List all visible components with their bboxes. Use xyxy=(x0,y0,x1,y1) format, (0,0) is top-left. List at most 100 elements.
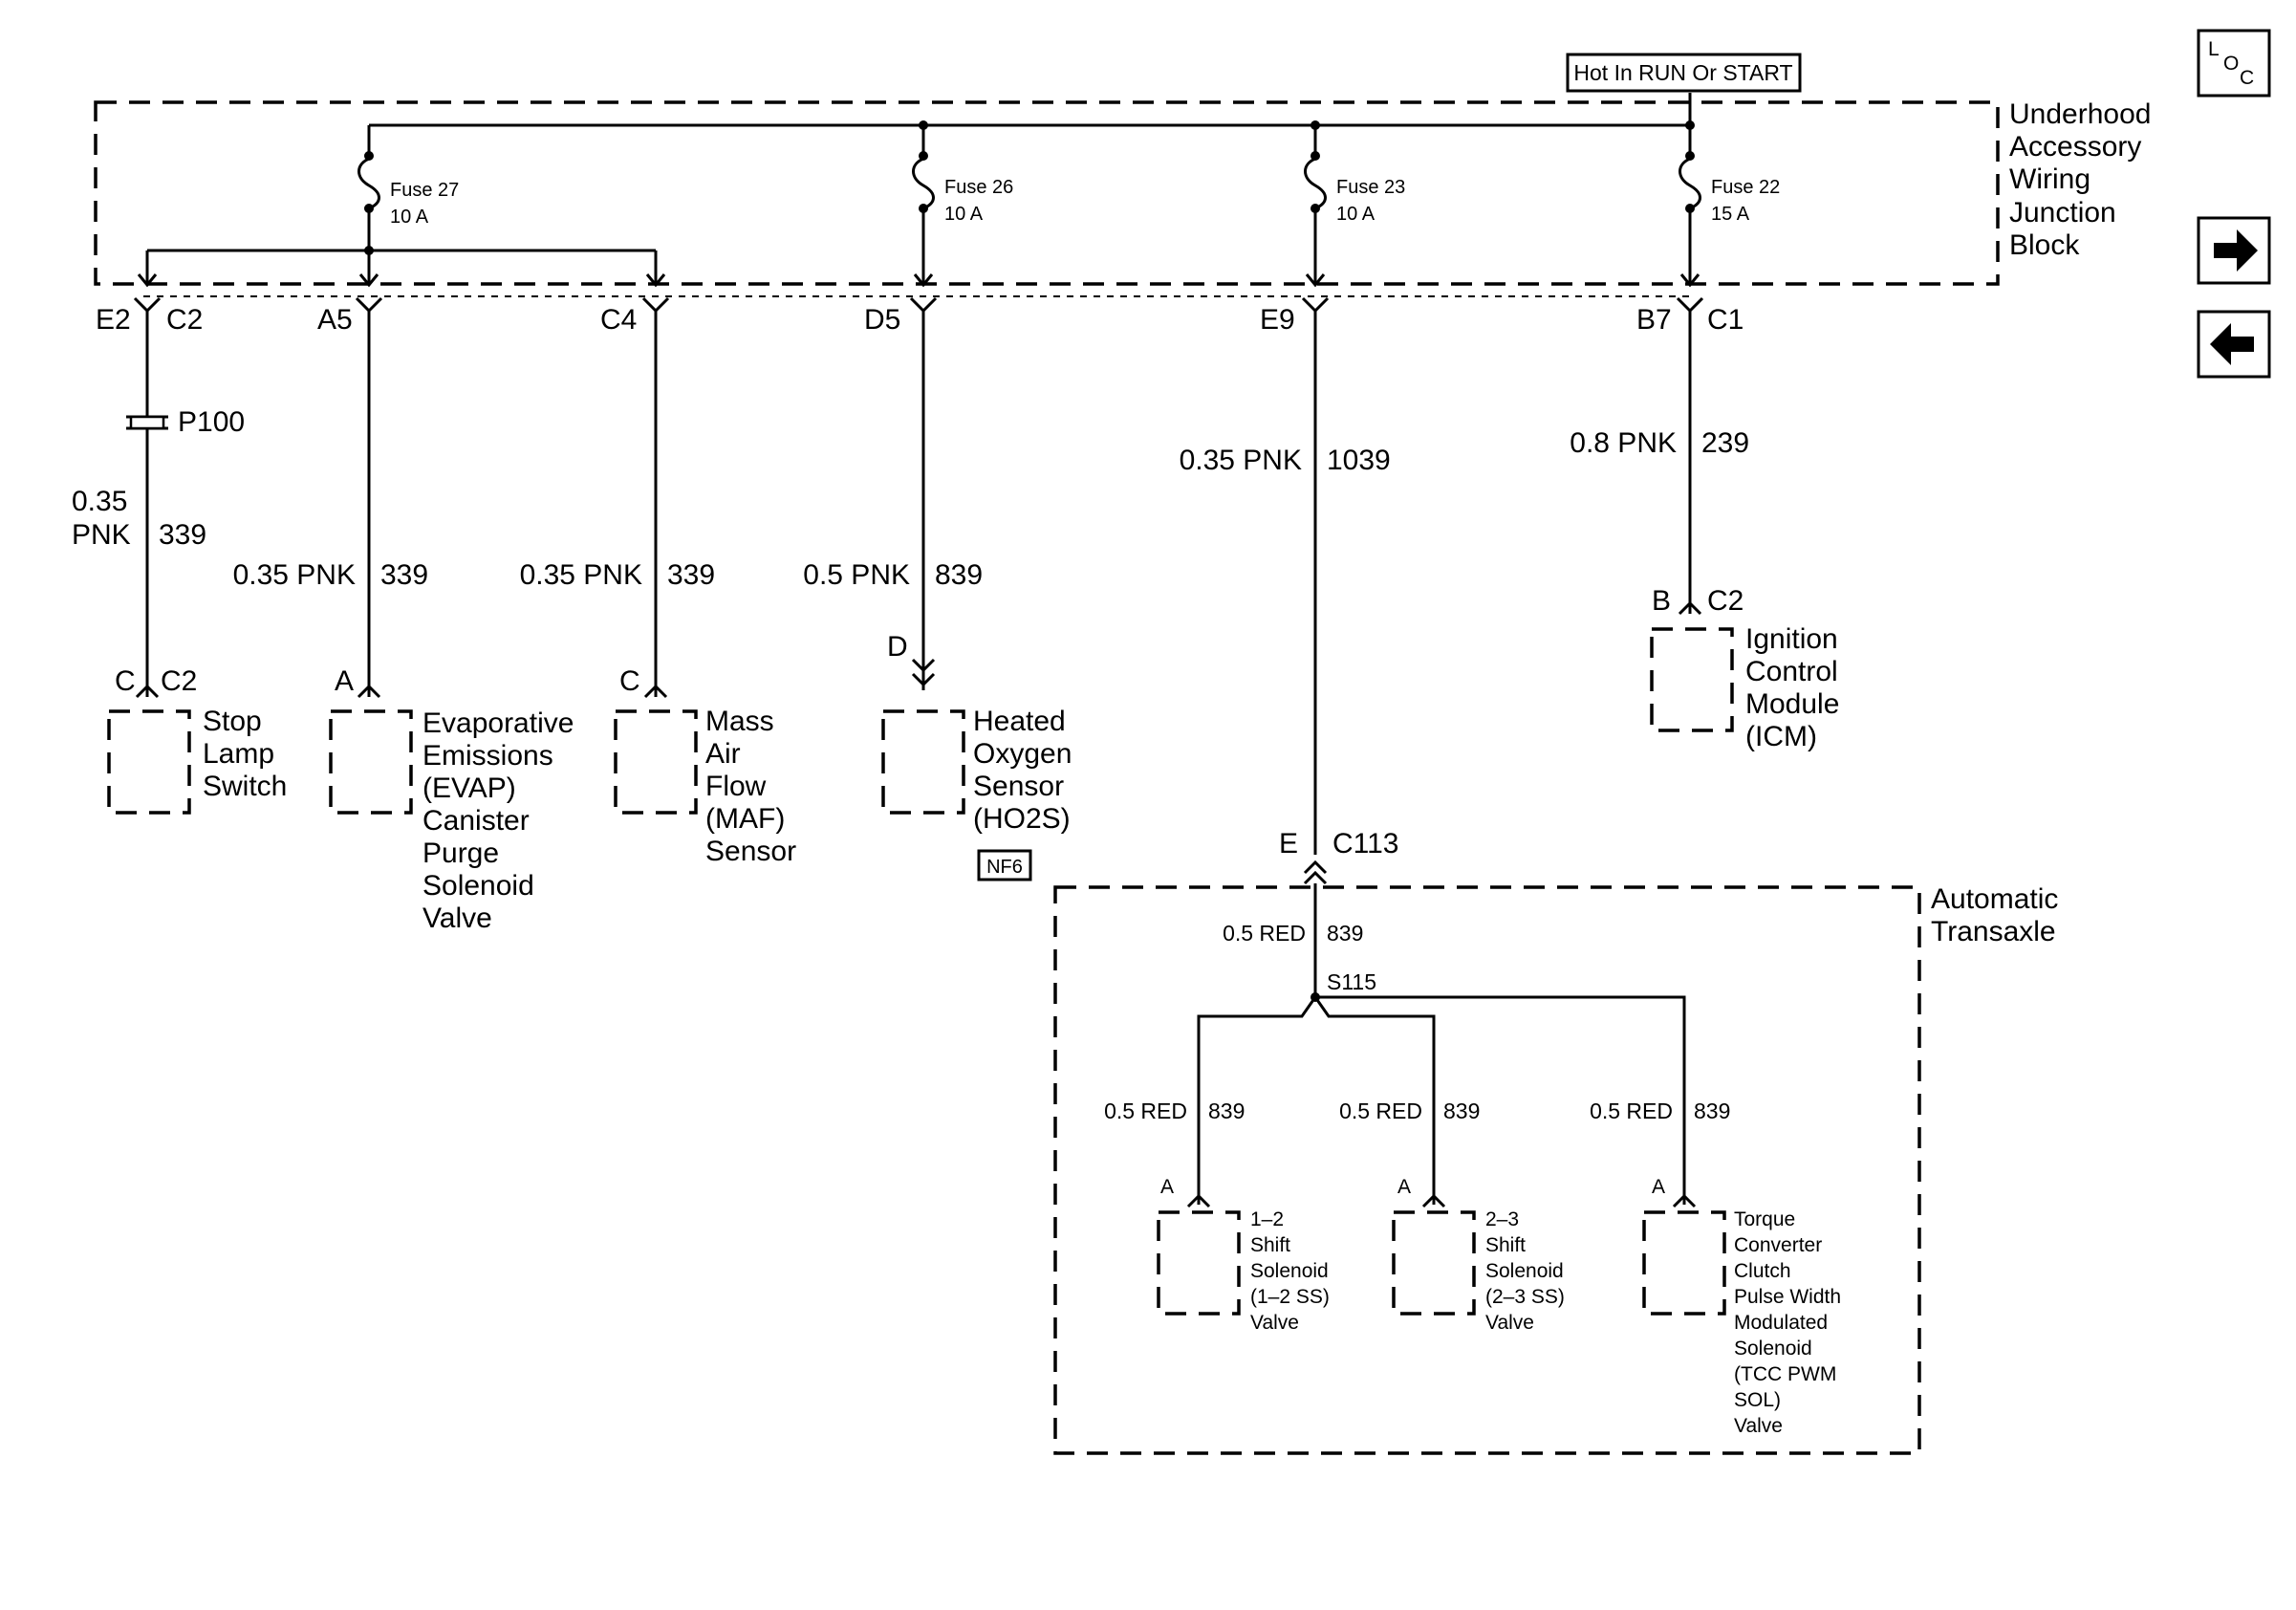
svg-text:839: 839 xyxy=(1694,1099,1730,1123)
svg-text:Stop: Stop xyxy=(203,706,262,737)
svg-text:10 A: 10 A xyxy=(1336,204,1375,225)
svg-text:Solenoid: Solenoid xyxy=(1485,1260,1564,1282)
svg-text:10 A: 10 A xyxy=(944,204,984,225)
svg-text:Fuse 26: Fuse 26 xyxy=(944,177,1013,198)
terminal xyxy=(357,684,381,699)
svg-text:(MAF): (MAF) xyxy=(705,803,785,835)
svg-text:0.5 PNK: 0.5 PNK xyxy=(803,559,910,591)
svg-text:15 A: 15 A xyxy=(1711,204,1750,225)
hot-in-run-text: Hot In RUN Or START xyxy=(1573,60,1792,85)
fuse-27: Fuse 27 10 A xyxy=(357,151,459,228)
fuse-23: Fuse 23 10 A xyxy=(1304,125,1405,288)
svg-text:Shift: Shift xyxy=(1485,1234,1526,1256)
splice-p100: P100 xyxy=(126,406,245,438)
svg-text:Modulated: Modulated xyxy=(1734,1312,1828,1334)
shift-solenoid-1-2: 1–2 Shift Solenoid (1–2 SS) Valve xyxy=(1157,1208,1330,1334)
shift-solenoid-2-3: 2–3 Shift Solenoid (2–3 SS) Valve xyxy=(1392,1208,1565,1334)
svg-text:839: 839 xyxy=(1208,1099,1245,1123)
option-code-badge: NF6 xyxy=(977,849,1032,881)
loc-button[interactable]: L O C xyxy=(2197,29,2271,98)
terminal xyxy=(1303,859,1328,885)
svg-text:239: 239 xyxy=(1701,427,1749,459)
svg-text:Shift: Shift xyxy=(1250,1234,1290,1256)
svg-text:Air: Air xyxy=(705,738,741,770)
svg-text:Valve: Valve xyxy=(422,903,492,934)
arrow-left-icon[interactable] xyxy=(2197,310,2271,379)
svg-text:S115: S115 xyxy=(1327,969,1376,994)
wire-839-transaxle xyxy=(1197,883,1686,1205)
terminal xyxy=(911,658,936,687)
stop-lamp-switch: Stop Lamp Switch xyxy=(107,706,287,815)
svg-text:A: A xyxy=(1652,1176,1665,1198)
svg-text:Transaxle: Transaxle xyxy=(1931,916,2056,947)
svg-text:Clutch: Clutch xyxy=(1734,1260,1791,1282)
svg-text:1–2: 1–2 xyxy=(1250,1208,1284,1230)
svg-text:Junction: Junction xyxy=(2009,197,2116,228)
svg-text:0.5 RED: 0.5 RED xyxy=(1590,1099,1673,1123)
svg-text:Ignition: Ignition xyxy=(1745,623,1838,655)
svg-text:Lamp: Lamp xyxy=(203,738,274,770)
svg-text:Oxygen: Oxygen xyxy=(973,738,1072,770)
svg-text:(TCC PWM: (TCC PWM xyxy=(1734,1363,1836,1385)
svg-text:Valve: Valve xyxy=(1250,1312,1299,1334)
svg-text:Wiring: Wiring xyxy=(2009,163,2090,195)
svg-text:Valve: Valve xyxy=(1734,1415,1783,1437)
svg-text:Accessory: Accessory xyxy=(2009,131,2141,163)
svg-text:2–3: 2–3 xyxy=(1485,1208,1519,1230)
svg-text:Canister: Canister xyxy=(422,805,530,837)
svg-text:0.35 PNK: 0.35 PNK xyxy=(520,559,642,591)
svg-text:Control: Control xyxy=(1745,656,1838,687)
svg-text:Purge: Purge xyxy=(422,838,499,869)
splice-s115-node xyxy=(1310,992,1320,1002)
svg-text:Sensor: Sensor xyxy=(705,836,796,867)
svg-text:A: A xyxy=(1160,1176,1174,1198)
terminal xyxy=(135,684,160,699)
terminal xyxy=(1186,1193,1211,1208)
svg-text:Heated: Heated xyxy=(973,706,1066,737)
svg-text:P100: P100 xyxy=(178,406,245,438)
svg-text:839: 839 xyxy=(935,559,983,591)
svg-text:C4: C4 xyxy=(600,304,637,336)
svg-text:NF6: NF6 xyxy=(986,857,1023,878)
svg-text:Converter: Converter xyxy=(1734,1234,1822,1256)
svg-text:0.35 PNK: 0.35 PNK xyxy=(233,559,356,591)
fuse-22: Fuse 22 15 A xyxy=(1679,125,1780,288)
automatic-transaxle-outline xyxy=(1053,885,1921,1455)
svg-text:839: 839 xyxy=(1443,1099,1480,1123)
svg-text:Pulse Width: Pulse Width xyxy=(1734,1286,1841,1308)
arrow-right-icon[interactable] xyxy=(2197,216,2271,285)
svg-text:Fuse 23: Fuse 23 xyxy=(1336,177,1405,198)
svg-text:C1: C1 xyxy=(1707,304,1744,336)
svg-text:PNK: PNK xyxy=(72,519,131,551)
svg-text:C: C xyxy=(619,665,640,697)
svg-text:0.5 RED: 0.5 RED xyxy=(1104,1099,1187,1123)
svg-text:D5: D5 xyxy=(864,304,900,336)
svg-text:A: A xyxy=(335,665,354,697)
hot-in-run-label: Hot In RUN Or START xyxy=(1566,53,1802,93)
junction-block-outline xyxy=(94,100,2000,286)
terminal xyxy=(1672,1193,1697,1208)
svg-text:Fuse 27: Fuse 27 xyxy=(390,180,459,201)
maf-sensor: Mass Air Flow (MAF) Sensor xyxy=(614,706,796,867)
svg-text:0.8 PNK: 0.8 PNK xyxy=(1570,427,1677,459)
ignition-control-module: Ignition Control Module (ICM) xyxy=(1650,623,1839,752)
svg-text:E9: E9 xyxy=(1260,304,1295,336)
svg-text:1039: 1039 xyxy=(1327,445,1391,476)
svg-text:L: L xyxy=(2208,38,2220,60)
svg-text:C: C xyxy=(2240,67,2254,89)
svg-text:Underhood: Underhood xyxy=(2009,98,2151,130)
svg-text:Automatic: Automatic xyxy=(1931,883,2058,915)
svg-text:C2: C2 xyxy=(166,304,203,336)
block-connector-labels: E2 C2 A5 C4 D5 E9 B7 C1 xyxy=(96,304,1744,336)
svg-text:B7: B7 xyxy=(1636,304,1672,336)
connector-terminals xyxy=(133,296,1704,314)
svg-text:(2–3 SS): (2–3 SS) xyxy=(1485,1286,1565,1308)
svg-text:Torque: Torque xyxy=(1734,1208,1795,1230)
svg-text:0.5 RED: 0.5 RED xyxy=(1339,1099,1422,1123)
tcc-pwm-solenoid: Torque Converter Clutch Pulse Width Modu… xyxy=(1642,1208,1841,1437)
svg-text:Evaporative: Evaporative xyxy=(422,707,574,739)
svg-text:339: 339 xyxy=(380,559,428,591)
svg-text:Flow: Flow xyxy=(705,771,767,802)
svg-text:Valve: Valve xyxy=(1485,1312,1534,1334)
